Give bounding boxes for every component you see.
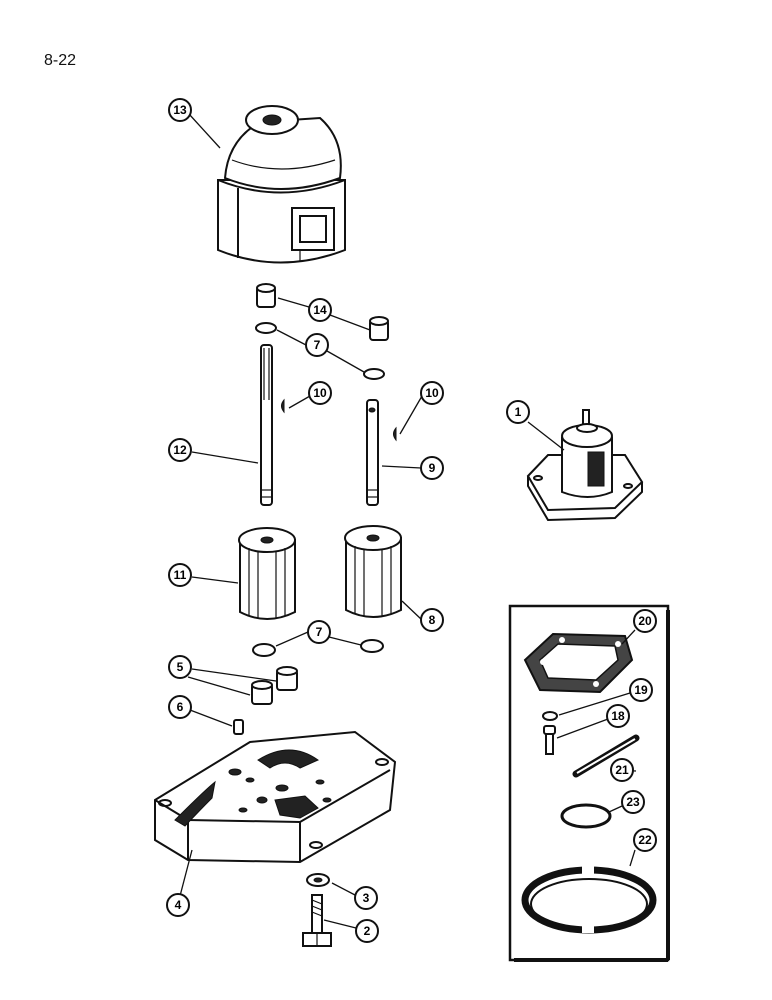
callout-label: 20	[638, 614, 652, 628]
callout-label: 14	[313, 303, 327, 317]
woodruff-keys	[281, 398, 397, 442]
callout-9: 9	[420, 456, 444, 480]
callout-8: 8	[420, 608, 444, 632]
lock-washer	[542, 711, 558, 721]
callout-2: 2	[355, 919, 379, 943]
dowel-pin	[233, 719, 244, 735]
callout-22: 22	[633, 828, 657, 852]
callout-5: 5	[168, 655, 192, 679]
o-ring	[560, 803, 612, 829]
bolt-small	[543, 725, 556, 755]
callout-1: 1	[506, 400, 530, 424]
callout-label: 9	[429, 461, 436, 475]
callout-label: 6	[177, 700, 184, 714]
callout-13: 13	[168, 98, 192, 122]
callout-4: 4	[166, 893, 190, 917]
callout-label: 4	[175, 898, 182, 912]
callout-label: 1	[515, 405, 522, 419]
callout-label: 18	[611, 709, 625, 723]
driven-gear	[344, 525, 402, 618]
callout-23: 23	[621, 790, 645, 814]
callout-label: 2	[364, 924, 371, 938]
page-number: 8-22	[44, 52, 77, 69]
pump-assembly	[526, 409, 644, 522]
callout-label: 13	[173, 103, 187, 117]
callout-7-upper: 7	[305, 333, 329, 357]
bushings-lower	[251, 666, 298, 705]
snap-rings	[252, 322, 385, 657]
callout-6: 6	[168, 695, 192, 719]
callout-10-left: 10	[308, 381, 332, 405]
drive-shaft	[260, 344, 273, 506]
callout-label: 7	[314, 338, 321, 352]
callout-18: 18	[606, 704, 630, 728]
pump-cover-plate	[154, 730, 397, 864]
callout-label: 10	[313, 386, 327, 400]
gasket	[523, 632, 634, 694]
callout-label: 23	[626, 795, 640, 809]
drive-gear	[238, 527, 296, 620]
callout-label: 21	[615, 763, 629, 777]
pump-body	[217, 105, 346, 264]
seal-ring-large	[521, 866, 657, 934]
callout-label: 10	[425, 386, 439, 400]
callout-20: 20	[633, 609, 657, 633]
callout-12: 12	[168, 438, 192, 462]
bolt	[302, 894, 332, 947]
leader-lines	[179, 113, 637, 929]
callout-label: 22	[638, 833, 652, 847]
callout-label: 11	[174, 568, 187, 582]
callout-label: 7	[316, 625, 323, 639]
callout-3: 3	[354, 886, 378, 910]
callout-14: 14	[308, 298, 332, 322]
callout-10-right: 10	[420, 381, 444, 405]
callout-label: 12	[173, 443, 187, 457]
bushings-upper	[256, 283, 389, 341]
callout-label: 19	[634, 683, 648, 697]
callout-19: 19	[629, 678, 653, 702]
tube	[572, 734, 640, 778]
driven-shaft	[366, 399, 379, 506]
washer	[306, 873, 330, 887]
kit-box	[508, 604, 670, 962]
callout-11: 11	[168, 563, 192, 587]
callout-label: 5	[177, 660, 184, 674]
callout-label: 3	[363, 891, 370, 905]
callout-label: 8	[429, 613, 436, 627]
callout-7-lower: 7	[307, 620, 331, 644]
callout-21: 21	[610, 758, 634, 782]
